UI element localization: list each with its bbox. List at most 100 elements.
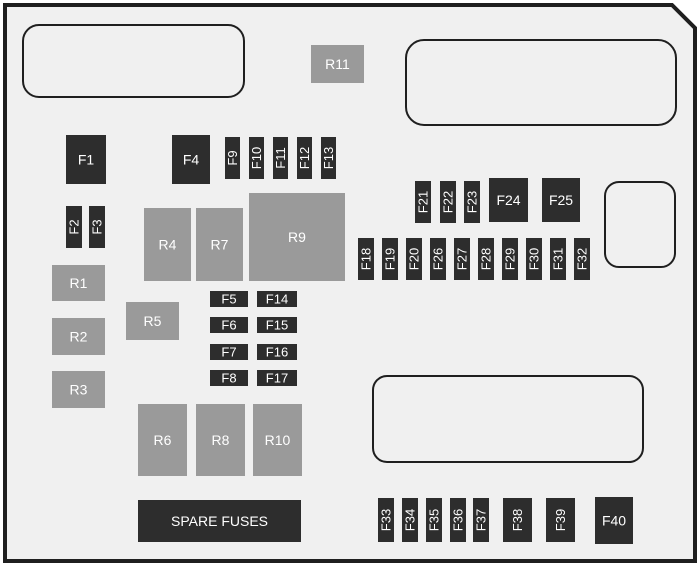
fuse-f21-label: F21	[416, 191, 431, 213]
fuse-f9: F9	[225, 137, 240, 179]
relay-r2: R2	[52, 318, 105, 355]
relay-r1: R1	[52, 265, 105, 301]
fuse-f8: F8	[210, 370, 248, 386]
fuse-f1-label: F1	[78, 152, 95, 168]
fuse-f9-label: F9	[225, 150, 240, 165]
fuse-f13: F13	[321, 137, 336, 179]
fuse-f4: F4	[172, 135, 210, 184]
fuse-f38: F38	[503, 498, 532, 542]
fuse-f5-label: F5	[221, 292, 236, 307]
fuse-f26-label: F26	[431, 248, 446, 270]
fuse-f39: F39	[546, 498, 575, 542]
fuse-f25: F25	[542, 178, 580, 222]
fuse-f34-label: F34	[403, 509, 418, 531]
relay-r6: R6	[138, 404, 187, 476]
fuse-f29: F29	[502, 238, 518, 280]
fuse-f11: F11	[273, 137, 288, 179]
relay-r5: R5	[126, 302, 179, 340]
empty-slot-top-right	[405, 39, 677, 126]
fuse-f27-label: F27	[455, 248, 470, 270]
fuse-f19-label: F19	[383, 248, 398, 270]
fuse-f6: F6	[210, 317, 248, 333]
fuse-f30-label: F30	[527, 248, 542, 270]
fuse-f2: F2	[66, 206, 82, 248]
relay-r6-label: R6	[154, 432, 172, 448]
fuse-f4-label: F4	[183, 152, 200, 168]
fuse-f3-label: F3	[90, 219, 105, 234]
fuse-f3: F3	[89, 206, 105, 248]
fuse-f14: F14	[257, 291, 297, 307]
fuse-f37-label: F37	[474, 509, 489, 531]
fuse-f29-label: F29	[503, 248, 518, 270]
fuse-f23-label: F23	[465, 191, 480, 213]
relay-r8-label: R8	[212, 432, 230, 448]
empty-slot-right	[604, 181, 676, 268]
fuse-f36-label: F36	[451, 509, 466, 531]
fuse-f26: F26	[430, 238, 446, 280]
fuse-f12: F12	[297, 137, 312, 179]
fuse-f38-label: F38	[510, 509, 525, 531]
fuse-f17-label: F17	[266, 371, 288, 386]
relay-r7: R7	[196, 208, 243, 281]
fuse-f31-label: F31	[551, 248, 566, 270]
empty-slot-bottom-right	[372, 375, 644, 463]
fuse-f16-label: F16	[266, 345, 288, 360]
fuse-f33-label: F33	[379, 509, 394, 531]
relay-r4: R4	[144, 208, 191, 281]
fuse-f6-label: F6	[221, 318, 236, 333]
fuse-f37: F37	[473, 498, 489, 542]
fuse-f17: F17	[257, 370, 297, 386]
relay-r2-label: R2	[70, 329, 88, 345]
fuse-f13-label: F13	[321, 147, 336, 169]
relay-r7-label: R7	[211, 237, 229, 253]
fuse-f24-label: F24	[496, 192, 520, 208]
relay-r8: R8	[196, 404, 245, 476]
relay-r10-label: R10	[265, 432, 291, 448]
relay-r4-label: R4	[159, 237, 177, 253]
fuse-f15-label: F15	[266, 318, 288, 333]
spare-fuses-label: SPARE FUSES	[171, 513, 268, 529]
fuse-f32-label: F32	[575, 248, 590, 270]
fuse-f23: F23	[464, 181, 480, 223]
fuse-f40-label: F40	[602, 513, 626, 529]
fuse-f18-label: F18	[359, 248, 374, 270]
fuse-f8-label: F8	[221, 371, 236, 386]
spare-fuses-holder: SPARE FUSES	[138, 500, 301, 542]
fuse-f28: F28	[478, 238, 494, 280]
fuse-f2-label: F2	[67, 219, 82, 234]
fuse-f10: F10	[249, 137, 264, 179]
fuse-f34: F34	[402, 498, 418, 542]
relay-r5-label: R5	[144, 313, 162, 329]
fuse-f35: F35	[426, 498, 442, 542]
fuse-f19: F19	[382, 238, 398, 280]
relay-r3: R3	[52, 371, 105, 408]
fuse-f24: F24	[489, 178, 528, 222]
fuse-f31: F31	[550, 238, 566, 280]
relay-r10: R10	[253, 404, 302, 476]
fuse-f32: F32	[574, 238, 590, 280]
fuse-f16: F16	[257, 344, 297, 360]
fuse-f5: F5	[210, 291, 248, 307]
fuse-f39-label: F39	[553, 509, 568, 531]
fuse-f25-label: F25	[549, 192, 573, 208]
relay-r1-label: R1	[70, 275, 88, 291]
fuse-f28-label: F28	[479, 248, 494, 270]
fuse-f15: F15	[257, 317, 297, 333]
fuse-f22: F22	[440, 181, 456, 223]
fuse-f21: F21	[415, 181, 431, 223]
fuse-f7-label: F7	[221, 345, 236, 360]
fuse-f11-label: F11	[273, 147, 288, 168]
fuse-f18: F18	[358, 238, 374, 280]
relay-r11-label: R11	[325, 56, 350, 72]
fuse-f14-label: F14	[266, 292, 288, 307]
fuse-f35-label: F35	[427, 509, 442, 531]
fuse-f20: F20	[406, 238, 422, 280]
fuse-f36: F36	[450, 498, 466, 542]
fuse-f20-label: F20	[407, 248, 422, 270]
fuse-f33: F33	[378, 498, 394, 542]
fuse-f22-label: F22	[441, 191, 456, 213]
fuse-f27: F27	[454, 238, 470, 280]
relay-r3-label: R3	[70, 382, 88, 398]
